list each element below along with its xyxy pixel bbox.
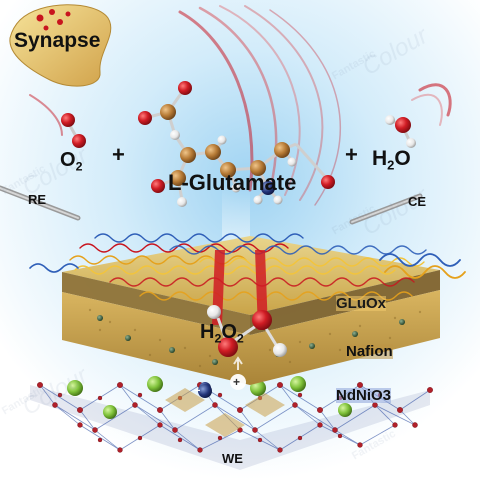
we-label: WE	[222, 451, 243, 466]
synapse-label: Synapse	[14, 29, 101, 52]
charge-carriers	[198, 356, 246, 398]
ce-label: CE	[408, 194, 427, 209]
sensor-film-stack	[29, 233, 466, 385]
synapse-illustration	[9, 4, 112, 87]
o2-molecule	[61, 113, 86, 148]
h2o-molecule	[385, 115, 416, 148]
swoosh-lines	[29, 5, 452, 206]
h2o2-molecule	[207, 305, 287, 357]
plus-sign-left: +	[112, 142, 125, 167]
nafion-layer-label: Nafion	[346, 343, 393, 360]
electron-minus-sign: −	[194, 385, 201, 397]
h2o-label: H2O	[372, 147, 411, 173]
ndnio3-layer-label: NdNiO3	[336, 387, 392, 404]
l-glutamate-molecule	[138, 81, 335, 207]
o2-label: O2	[60, 149, 83, 174]
ion-plus-sign: +	[233, 375, 241, 389]
glutamate-label: L-Glutamate	[168, 170, 297, 195]
re-label: RE	[28, 192, 47, 207]
h2o2-label: H2O2	[200, 321, 244, 346]
gluox-layer-label: GLuOx	[336, 295, 387, 312]
electrode-rods	[0, 185, 423, 225]
plus-sign-right: +	[345, 142, 358, 167]
